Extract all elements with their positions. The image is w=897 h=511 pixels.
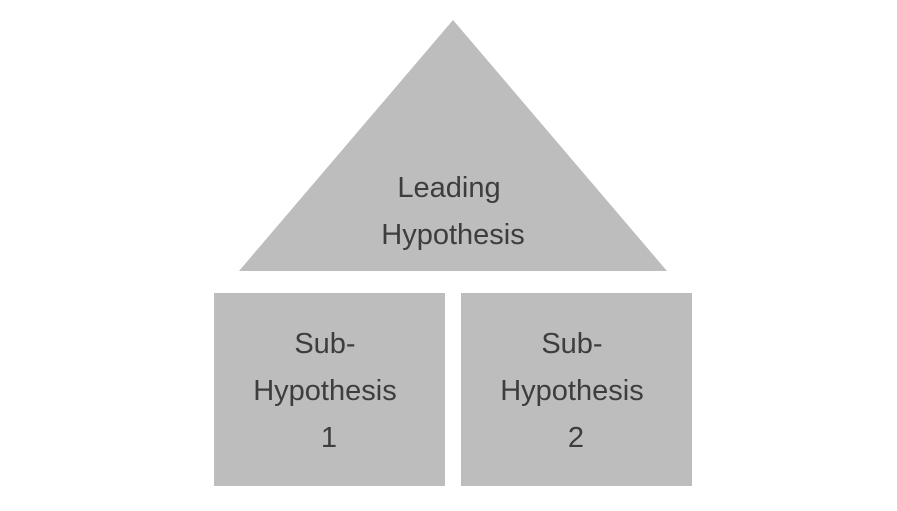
leading-hypothesis-triangle (239, 20, 667, 271)
leading-hypothesis-line-2: Hypothesis (381, 219, 524, 251)
sub-hypothesis-2-box (461, 293, 692, 486)
leading-hypothesis-label: Leading Hypothesis (381, 172, 524, 251)
leading-hypothesis-line-1: Leading (397, 172, 500, 204)
sub-hypothesis-2-line-2: Hypothesis (500, 375, 643, 407)
sub-hypothesis-2-line-1: Sub- (541, 328, 602, 360)
sub-hypothesis-1-label: Sub- Hypothesis 1 (253, 328, 405, 454)
sub-hypothesis-2-line-3: 2 (568, 422, 584, 454)
sub-hypothesis-2-label: Sub- Hypothesis 2 (500, 328, 652, 454)
sub-hypothesis-1-line-1: Sub- (294, 328, 355, 360)
sub-hypothesis-1-box (214, 293, 445, 486)
sub-hypothesis-1-line-3: 1 (321, 422, 337, 454)
sub-hypothesis-1-line-2: Hypothesis (253, 375, 396, 407)
